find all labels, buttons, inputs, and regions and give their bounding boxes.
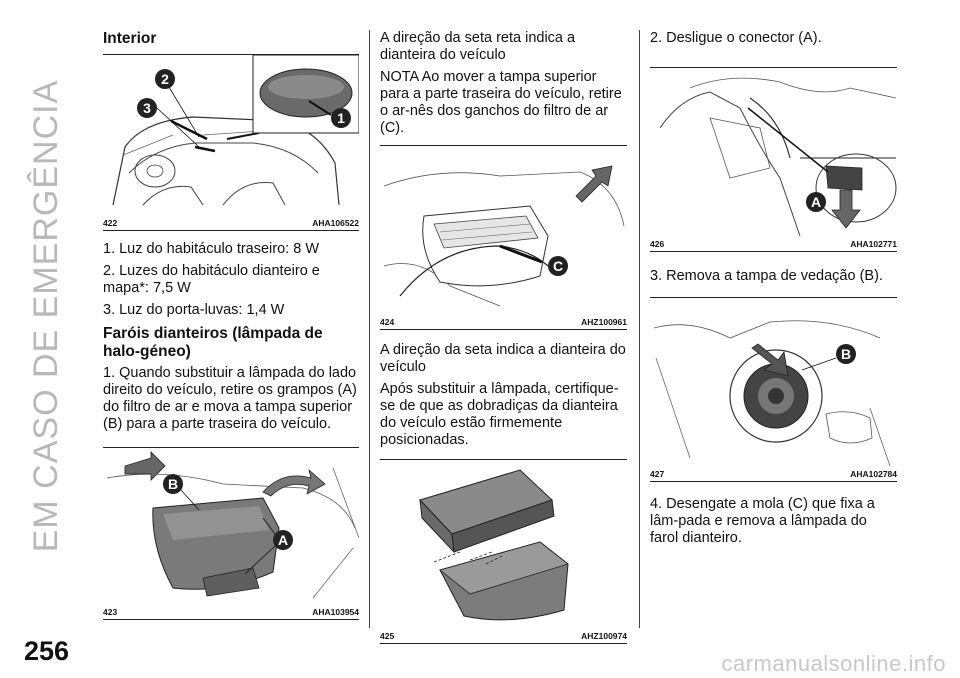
figure-code: AHZ100961: [581, 317, 627, 327]
callout-2: 2: [161, 71, 169, 87]
figure-425-illustration: [380, 460, 627, 628]
figure-number: 427: [650, 469, 665, 479]
figure-code: AHA103954: [312, 607, 359, 617]
figure-424-caption: 424 AHZ100961: [380, 314, 627, 329]
bulb-item-3: 3. Luz do porta-luvas: 1,4 W: [103, 302, 285, 318]
figure-426-illustration: A: [650, 68, 897, 236]
section-side-title: EM CASO DE EMERGÊNCIA: [27, 79, 65, 553]
paragraph-step-4: 4. Desengate a mola (C) que fixa a lâm-p…: [650, 496, 875, 546]
heading-interior: Interior: [103, 30, 157, 47]
figure-code: AHZ100974: [581, 631, 627, 641]
figure-424: C 424 AHZ100961: [380, 145, 627, 330]
callout-B: B: [841, 346, 851, 362]
figure-427-caption: 427 AHA102784: [650, 466, 897, 481]
column-2: A direção da seta reta indica a dianteir…: [380, 30, 627, 644]
figure-427-illustration: B: [650, 298, 897, 466]
callout-3: 3: [143, 100, 151, 116]
figure-423-caption: 423 AHA103954: [103, 604, 359, 619]
column-divider: [369, 30, 370, 628]
figure-number: 425: [380, 631, 395, 641]
figure-425-caption: 425 AHZ100974: [380, 628, 627, 643]
paragraph-step-3: 3. Remova a tampa de vedação (B).: [650, 268, 883, 284]
figure-422-illustration: 1 2 3: [103, 55, 359, 215]
figure-number: 426: [650, 239, 665, 249]
callout-A: A: [811, 194, 821, 210]
figure-code: AHA102771: [850, 239, 897, 249]
callout-A: A: [278, 532, 288, 548]
figure-427: B 427 AHA102784: [650, 297, 897, 482]
watermark: carmanualsonline.info: [721, 651, 946, 676]
column-3: 2. Desligue o conector (A). A 426 AHA102…: [650, 30, 897, 552]
paragraph-arrow-note-2: A direção da seta indica a dianteira do …: [380, 342, 626, 375]
paragraph-hinges: Após substituir a lâmpada, certifique-se…: [380, 381, 619, 448]
figure-code: AHA102784: [850, 469, 897, 479]
paragraph-nota: NOTA Ao mover a tampa superior para a pa…: [380, 69, 622, 136]
heading-headlights: Faróis dianteiros (lâmpada de halo-géneo…: [103, 325, 323, 360]
figure-426: A 426 AHA102771: [650, 67, 897, 252]
figure-number: 422: [103, 218, 118, 228]
bulb-item-2: 2. Luzes do habitáculo dianteiro e mapa*…: [103, 263, 320, 296]
paragraph-step-1: 1. Quando substituir a lâmpada do lado d…: [103, 365, 357, 432]
figure-425: 425 AHZ100974: [380, 459, 627, 644]
figure-422: 1 2 3 422 AHA106522: [103, 54, 359, 231]
figure-number: 424: [380, 317, 395, 327]
column-1: Interior 1 2 3 42: [103, 30, 359, 620]
figure-422-caption: 422 AHA106522: [103, 215, 359, 230]
callout-C: C: [553, 258, 563, 274]
figure-number: 423: [103, 607, 118, 617]
figure-423-illustration: B A: [103, 448, 359, 604]
paragraph-step-2: 2. Desligue o conector (A).: [650, 30, 822, 46]
callout-1: 1: [337, 110, 345, 126]
figure-code: AHA106522: [312, 218, 359, 228]
bulb-item-1: 1. Luz do habitáculo traseiro: 8 W: [103, 241, 320, 257]
column-divider: [639, 30, 640, 628]
figure-424-illustration: C: [380, 146, 627, 314]
callout-B: B: [168, 476, 178, 492]
figure-423: B A 423 AHA103954: [103, 447, 359, 620]
figure-426-caption: 426 AHA102771: [650, 236, 897, 251]
page-number: 256: [24, 636, 70, 666]
paragraph-arrow-note: A direção da seta reta indica a dianteir…: [380, 30, 576, 63]
